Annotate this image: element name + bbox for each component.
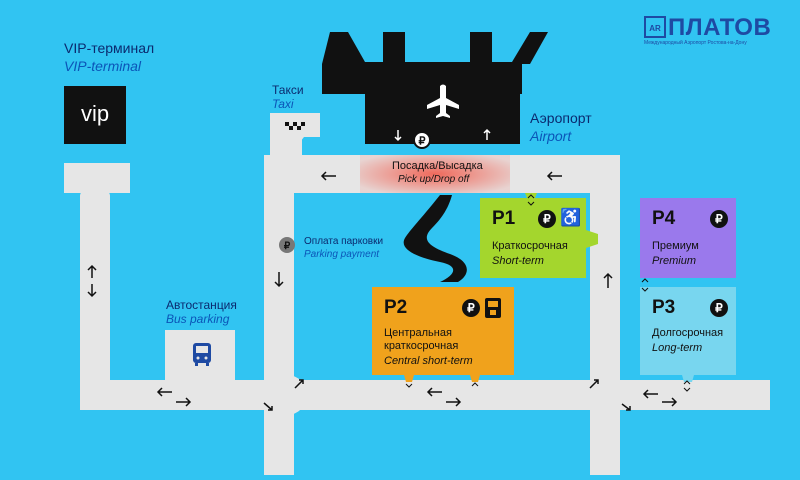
arrow-down-vip: [87, 284, 97, 298]
taxi-checker-icon: [285, 122, 305, 130]
arrow-right-bottom-3: [662, 397, 678, 407]
arrow-left-bottom-2: [426, 387, 442, 397]
arrow-right-bottom-1: [176, 397, 192, 407]
payment-title-en: Parking payment: [304, 249, 380, 260]
terminal-wing: [322, 64, 522, 94]
logo-tagline: Международный Аэропорт Ростова-на-Дону: [644, 40, 747, 46]
lot-p1-payment-badge: ₽: [538, 210, 556, 228]
direction-arrows: [87, 128, 678, 411]
roundabout-right: [585, 375, 625, 415]
arrow-up-right-road: [603, 272, 613, 288]
taxi-title-en: Taxi: [272, 97, 294, 111]
ticket-machine-icon: [485, 298, 501, 318]
lot-p2-code: P2: [384, 297, 408, 318]
lot-p1-code: P1: [492, 208, 516, 229]
taxi-pin: [288, 137, 304, 147]
airplane-icon: [427, 84, 459, 118]
lot-p3-code: P3: [652, 297, 676, 318]
p2-entrance-tab-right: [470, 375, 480, 382]
lot-p2-title-ru: Центральная краткосрочная: [384, 327, 459, 352]
taxi-title-ru: Такси: [272, 83, 304, 97]
arrow-roundabout-left-out: [294, 379, 304, 389]
chevron-markers: [405, 194, 691, 392]
lot-p4-payment-badge: ₽: [710, 210, 728, 228]
lot-p3: P3 ₽ Долгосрочная Long-term: [640, 287, 736, 375]
road-left-vertical: [264, 155, 294, 475]
arrow-roundabout-right-out: [621, 403, 631, 411]
terminal-payment-badge: [413, 131, 431, 149]
arrow-right-bottom-2: [446, 397, 462, 407]
lot-p2: P2 ₽ Центральная краткосрочная Central s…: [372, 287, 514, 375]
road-vip-entrance: [64, 163, 130, 193]
pickup-zone: [360, 155, 510, 193]
wheelchair-icon: ♿: [560, 208, 582, 227]
logo-box: AR: [644, 16, 666, 38]
p1-entrance-tab: [586, 230, 598, 248]
arrow-left-bottom-1: [156, 387, 172, 397]
p2-entrance-tab-left: [404, 375, 414, 382]
bus-icon: [193, 343, 211, 366]
logo-name: ПЛАТОВ: [668, 14, 772, 41]
road-bottom: [80, 380, 770, 410]
lot-p3-title-ru: Долгосрочная: [652, 327, 724, 339]
lot-p1: P1 ₽ ♿ Краткосрочная Short-term: [480, 198, 586, 278]
terminal-payment-badge-text: ₽: [419, 136, 426, 148]
lot-p3-title-en: Long-term: [652, 342, 703, 354]
arrow-terminal-up: [483, 128, 491, 140]
bus-title-ru: Автостанция: [166, 298, 237, 312]
road-right-exit: [740, 380, 770, 410]
vip-title-ru: VIP-терминал: [64, 40, 155, 56]
lot-p1-title-ru: Краткосрочная: [492, 240, 568, 252]
pickup-title-ru: Посадка/Высадка: [392, 160, 483, 172]
lot-p4-title-ru: Премиум: [652, 240, 699, 252]
airport-title-ru: Аэропорт: [530, 110, 592, 126]
road-serpentine: [403, 195, 467, 282]
lot-p3-payment-badge: ₽: [710, 299, 728, 317]
arrow-left-top-2: [546, 171, 562, 181]
payment-station-badge: [279, 237, 295, 253]
road-right-vertical: [590, 155, 620, 475]
arrow-roundabout-left-in: [263, 402, 273, 411]
terminal-building: [322, 32, 548, 64]
lot-p2-title-en: Central short-term: [384, 355, 473, 367]
lot-p4-code: P4: [652, 208, 676, 229]
road-vip-branch: [80, 190, 110, 410]
lot-p4-title-en: Premium: [652, 255, 697, 267]
payment-station-badge-text: ₽: [284, 241, 291, 252]
p3-entrance-tab: [682, 375, 694, 382]
arrow-roundabout-right-in: [589, 379, 599, 389]
vip-title-en: VIP-terminal: [64, 58, 142, 74]
airport-title-en: Airport: [530, 128, 572, 144]
lot-p1-title-en: Short-term: [492, 255, 544, 267]
lot-p4: P4 ₽ Премиум Premium: [640, 198, 736, 278]
arrow-left-top: [320, 171, 336, 181]
arrow-down-left-road: [274, 272, 284, 288]
arrow-terminal-down: [394, 130, 402, 142]
lot-p1-area: [480, 198, 586, 278]
arrow-left-bottom-3: [642, 389, 658, 399]
arrow-up-vip: [87, 264, 97, 278]
payment-title-ru: Оплата парковки: [304, 236, 384, 247]
pickup-title-en: Pick up/Drop off: [398, 174, 470, 185]
lot-p2-payment-badge: ₽: [462, 299, 480, 317]
platov-logo: AR ПЛАТОВ Международный Аэропорт Ростова…: [644, 14, 778, 46]
vip-terminal-sign: vip: [64, 86, 126, 144]
bus-title-en: Bus parking: [166, 312, 230, 326]
